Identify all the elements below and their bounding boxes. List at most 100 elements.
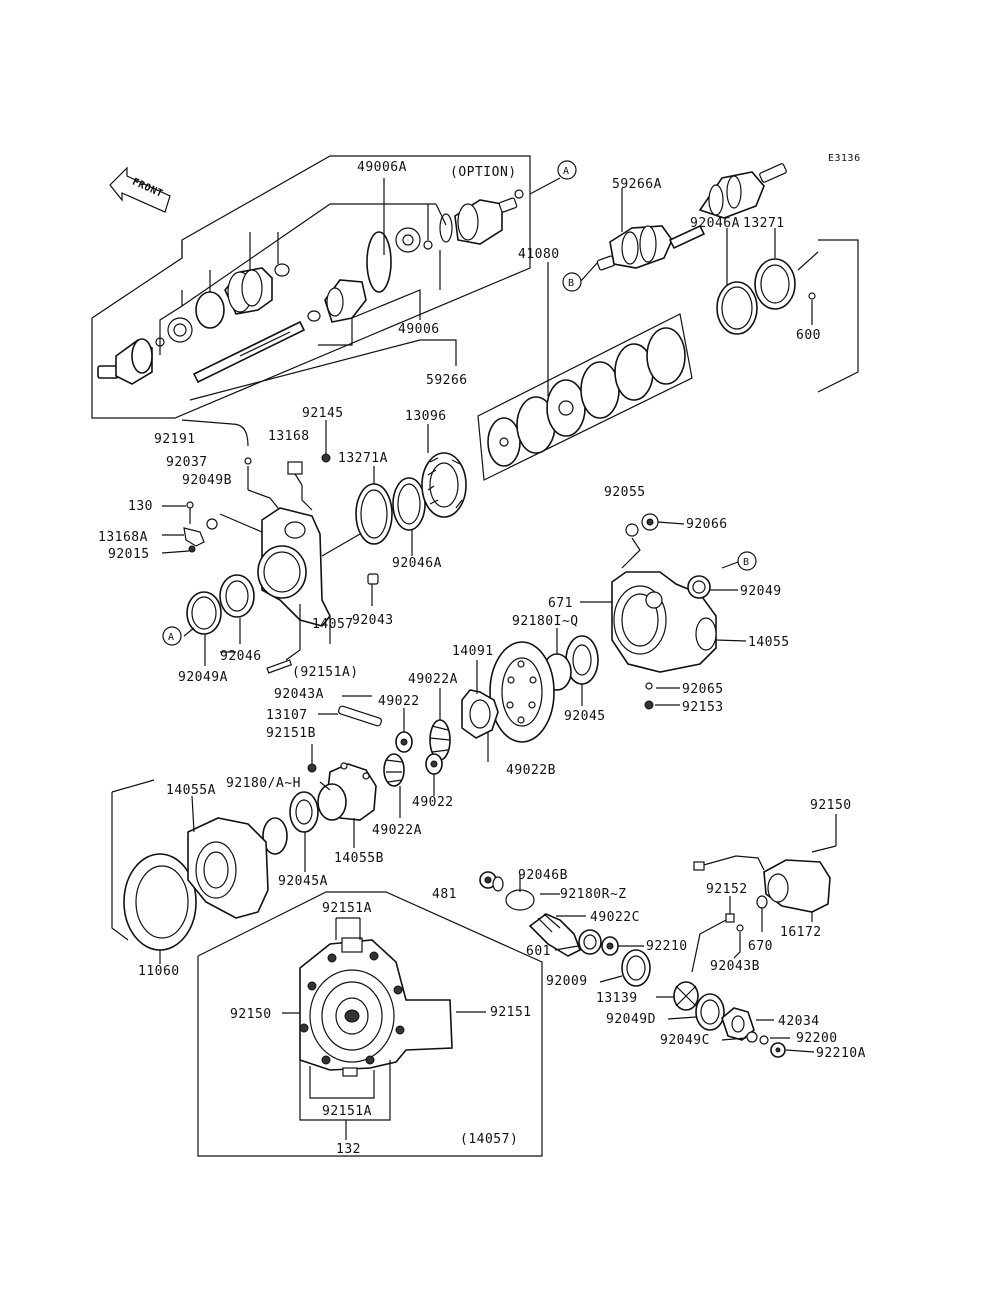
label-13107: 13107 (266, 708, 308, 723)
actuator-16172 (693, 855, 831, 913)
label-671: 671 (548, 596, 573, 611)
bolt-92151A-small (266, 659, 293, 674)
label-92046B: 92046B (518, 868, 568, 883)
label-14057-paren: (14057) (460, 1132, 518, 1147)
pin-13107 (338, 705, 382, 727)
gasket-11060 (123, 853, 197, 951)
svg-text:B: B (743, 557, 750, 568)
bolt-92151B (307, 763, 317, 773)
label-14055A: 14055A (166, 783, 216, 798)
label-92210A: 92210A (816, 1046, 866, 1061)
label-13139: 13139 (596, 991, 638, 1006)
label-92045: 92045 (564, 709, 606, 724)
label-92151A-paren: (92151A) (292, 665, 359, 680)
bolt-92145 (321, 453, 331, 463)
boot-inner (324, 279, 367, 323)
pin-92043B (736, 924, 744, 932)
label-92180R-Z: 92180R~Z (560, 887, 627, 902)
label-92151: 92151 (490, 1005, 532, 1020)
svg-text:A: A (168, 632, 175, 643)
label-481: 481 (432, 887, 457, 902)
plug-92153 (644, 700, 654, 710)
pinion-gear-49022A-bot (383, 753, 405, 787)
housing-14057 (257, 507, 331, 627)
clip-92037 (244, 457, 252, 465)
label-59266: 59266 (426, 373, 468, 388)
label-92151A-bot: 92151A (322, 1104, 372, 1119)
seal-13271A (355, 483, 393, 545)
label-92151B: 92151B (266, 726, 316, 741)
label-49022A-bot: 49022A (372, 823, 422, 838)
bearing-cage-inner (395, 227, 421, 253)
bearing-92046 (219, 574, 255, 618)
label-option: (OPTION) (450, 165, 517, 180)
label-92046: 92046 (220, 649, 262, 664)
housing-14055 (611, 571, 717, 673)
oring-92046B (505, 889, 535, 911)
boot-outer-left (224, 267, 273, 315)
label-49022-top: 49022 (378, 694, 420, 709)
seal-92049D (695, 993, 725, 1031)
label-92049C: 92049C (660, 1033, 710, 1048)
washer-92200 (759, 1035, 769, 1045)
gear-13096 (421, 452, 467, 518)
sensor-13168 (287, 461, 303, 486)
plug-92152 (725, 913, 735, 923)
axle-shaft-59266 (192, 320, 306, 384)
front-arrow-icon: FRONT (109, 166, 171, 213)
label-13271: 13271 (743, 216, 785, 231)
breather-hose (181, 419, 249, 447)
label-132: 132 (336, 1142, 361, 1157)
label-16172: 16172 (780, 925, 822, 940)
label-92153: 92153 (682, 700, 724, 715)
nut-481 (479, 871, 497, 889)
part-130-group (183, 501, 205, 553)
label-92200: 92200 (796, 1031, 838, 1046)
oring-92055 (625, 523, 639, 537)
label-92151A-top: 92151A (322, 901, 372, 916)
label-92055: 92055 (604, 485, 646, 500)
shim-92045A (262, 817, 288, 855)
boot-clamp-inner (366, 231, 392, 293)
clutch-pack-frame (477, 313, 693, 481)
label-13168A: 13168A (98, 530, 148, 545)
pinion-49022C (528, 913, 582, 957)
label-49022C: 49022C (590, 910, 640, 925)
label-92049B: 92049B (182, 473, 232, 488)
oil-seal-92049A (186, 591, 222, 635)
label-59266A: 59266A (612, 177, 662, 192)
label-670: 670 (748, 939, 773, 954)
label-92043B: 92043B (710, 959, 760, 974)
label-92191: 92191 (154, 432, 196, 447)
axle-59266A (596, 163, 787, 271)
side-gear-49022-top (395, 731, 413, 753)
ref-mark-b-top: B (562, 272, 582, 292)
coupling-42034 (721, 1007, 755, 1041)
label-92046A-top: 92046A (690, 216, 740, 231)
assembled-housing-14057 (299, 937, 453, 1077)
label-92150-left: 92150 (230, 1007, 272, 1022)
diff-case-49022B (461, 689, 499, 739)
washer-92065 (645, 682, 653, 690)
label-11060: 11060 (138, 964, 180, 979)
ring-gear-14091 (489, 641, 555, 743)
label-92046A-mid: 92046A (392, 556, 442, 571)
label-42034: 42034 (778, 1014, 820, 1029)
small-clamp-mid (307, 310, 321, 322)
nut-92210A (770, 1042, 786, 1058)
label-92180I-Q: 92180I~Q (512, 614, 579, 629)
circlip-inner (423, 240, 433, 250)
label-92210: 92210 (646, 939, 688, 954)
label-41080: 41080 (518, 247, 560, 262)
cv-joint-inner-option (454, 197, 518, 245)
label-14055B: 14055B (334, 851, 384, 866)
circlip-option (514, 189, 524, 199)
label-92049: 92049 (740, 584, 782, 599)
label-13271A: 13271A (338, 451, 388, 466)
label-14057: 14057 (312, 617, 354, 632)
svg-text:A: A (563, 166, 570, 177)
seal-92066 (641, 513, 659, 531)
bolt-600 (808, 292, 816, 300)
seal-92049 (687, 575, 711, 599)
